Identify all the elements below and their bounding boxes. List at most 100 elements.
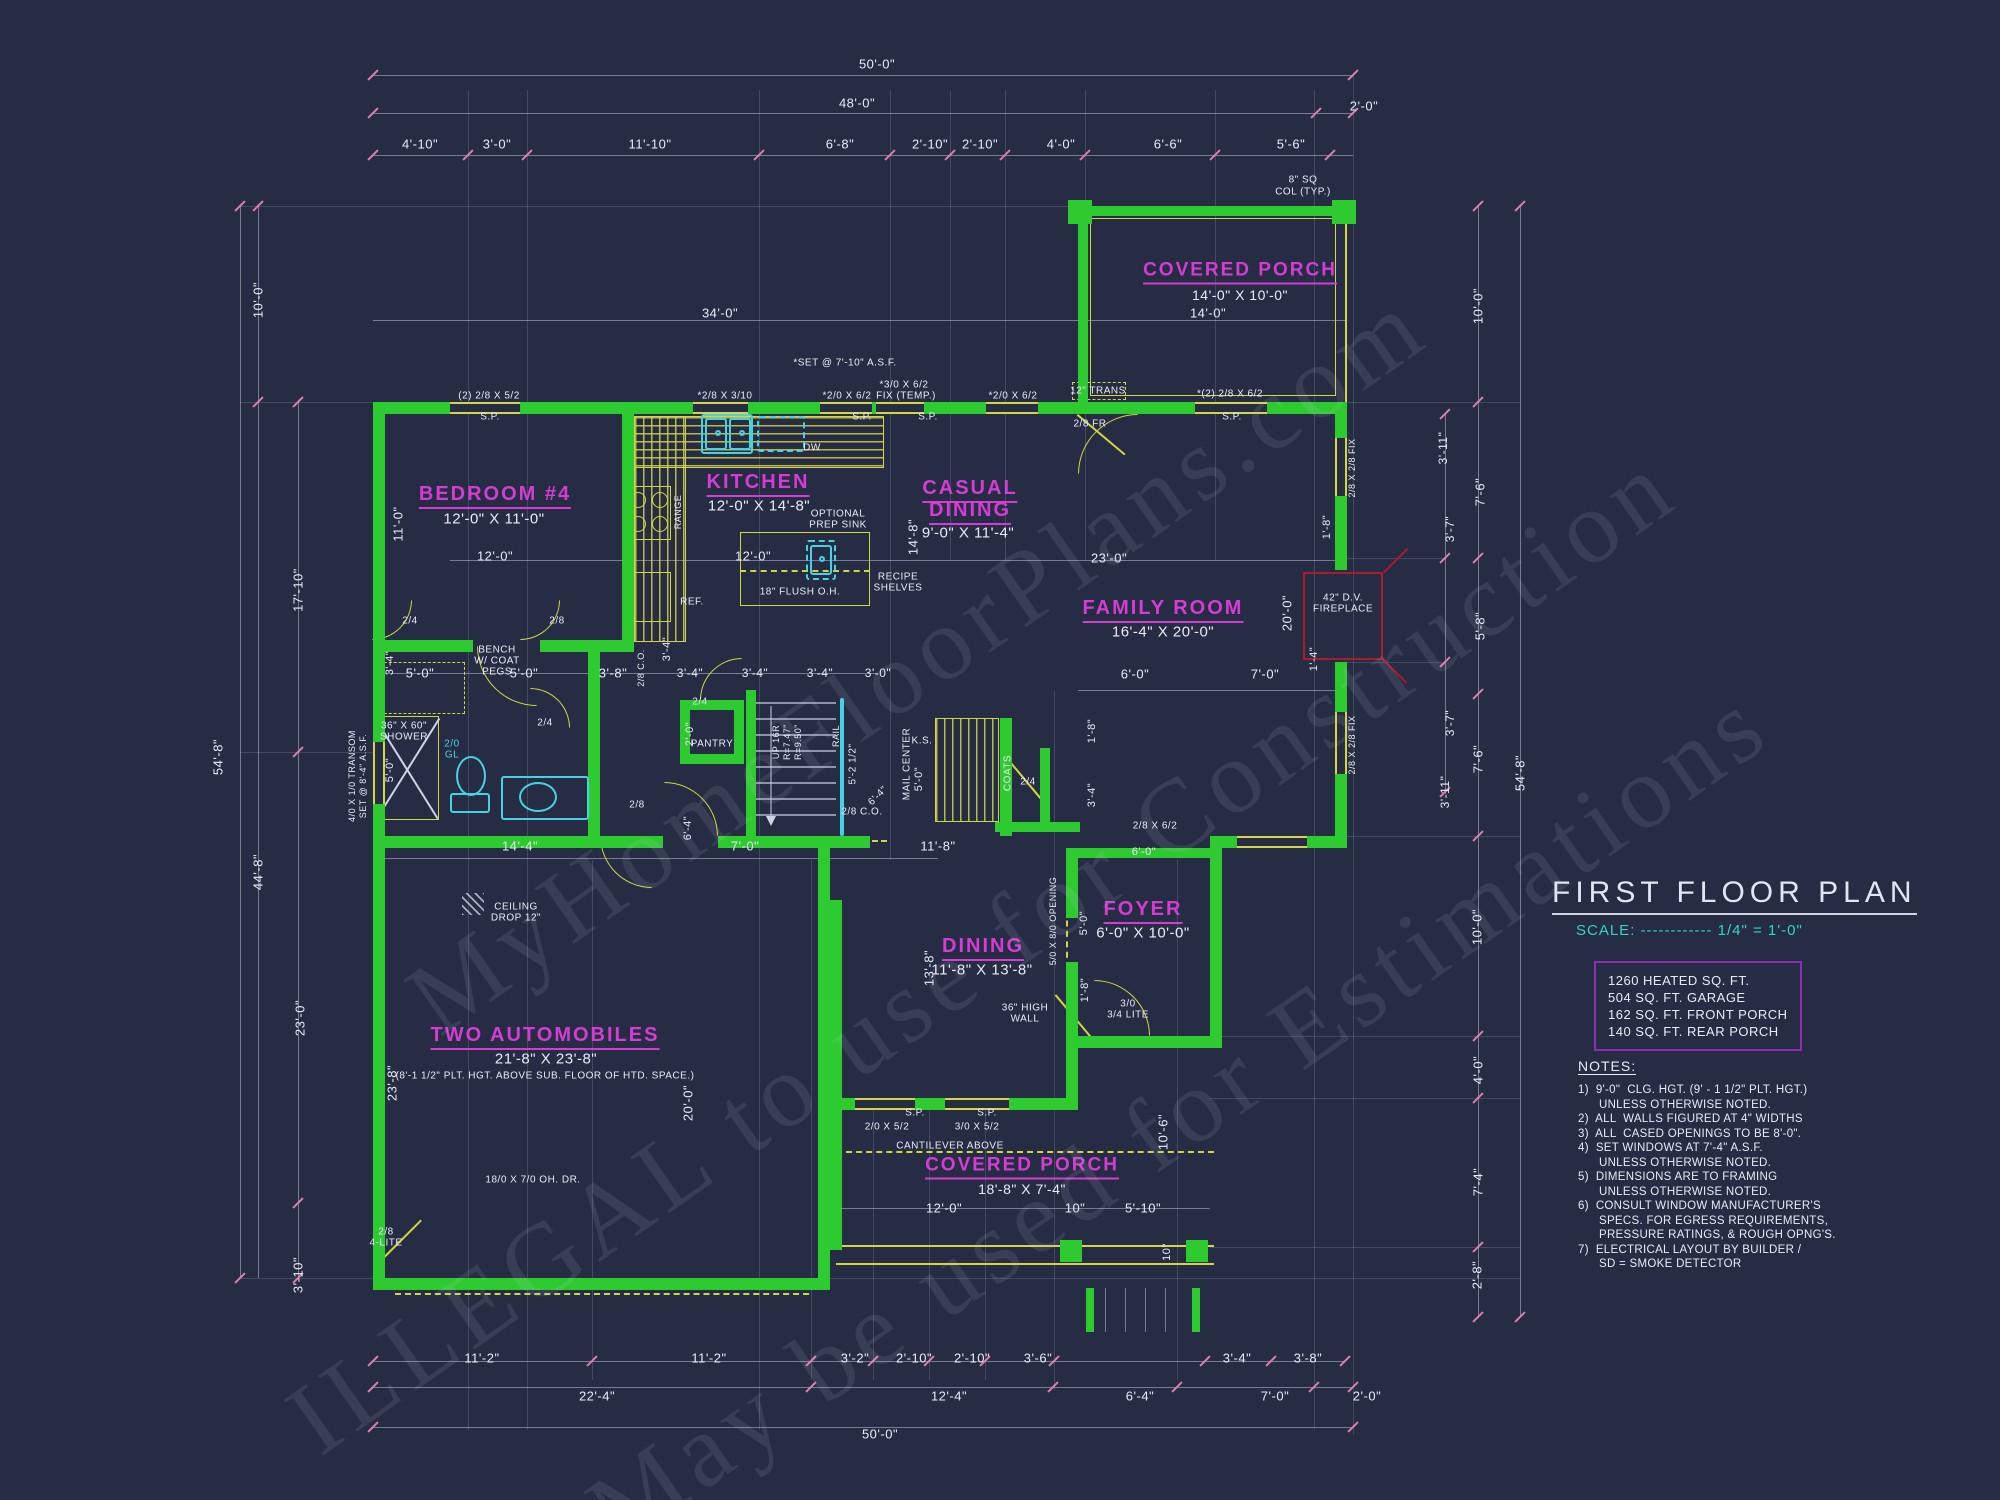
stair-tread-line xyxy=(752,782,836,784)
dimension-label: 7'-0" xyxy=(1260,1388,1290,1404)
wall-segment xyxy=(373,836,663,848)
casework-outline xyxy=(1090,218,1336,396)
dimension-label: 34'-0" xyxy=(701,305,739,321)
dimension-line xyxy=(890,90,891,860)
dimension-label: 36" X 60" xyxy=(380,720,428,732)
wall-segment xyxy=(995,822,1080,832)
wall-segment xyxy=(1210,836,1222,1038)
notes-heading: NOTES: xyxy=(1578,1058,1637,1075)
dimension-label: 12'-0" xyxy=(734,548,772,564)
room-label-garage: TWO AUTOMOBILES xyxy=(430,1024,660,1050)
stair-tread-line xyxy=(752,718,836,720)
dimension-label: 2/0 xyxy=(444,738,460,750)
dimension-label: BENCH xyxy=(478,644,516,656)
dimension-label: 21'-8" X 23'-8" xyxy=(494,1050,598,1068)
dimension-label: 5'-0" xyxy=(913,766,925,792)
dimension-label: RECIPE xyxy=(877,571,919,583)
wall-segment xyxy=(1066,1024,1078,1110)
dimension-label: 3'-7" xyxy=(1443,709,1457,737)
dimension-label: 1'-8" xyxy=(1321,514,1333,540)
dimension-label: 3'-4" xyxy=(661,636,673,662)
dimension-line xyxy=(298,402,299,1278)
plumbing-fixture xyxy=(519,782,557,812)
wall-segment xyxy=(1066,962,1078,1024)
note-line: PRESSURE RATINGS, & ROUGH OPNG'S. xyxy=(1578,1229,1836,1241)
dimension-label: SHELVES xyxy=(873,582,923,594)
dimension-label: 17'-10" xyxy=(290,568,306,612)
dimension-label: 4/0 X 1/0 TRANSOM xyxy=(347,730,357,822)
dimension-label: 3'-4" xyxy=(741,666,769,680)
scale-note: SCALE: ------------ 1/4" = 1'-0" xyxy=(1576,922,1917,939)
dimension-label: SET @ 8'-4" A.S.F. xyxy=(358,733,368,819)
dimension-label: 5'-0" xyxy=(509,665,539,681)
note-line: 6) CONSULT WINDOW MANUFACTURER'S xyxy=(1578,1200,1821,1212)
dimension-line xyxy=(373,1361,1345,1362)
dimension-label: 11'-8" X 13'-8" xyxy=(931,961,1033,979)
dimension-label: DROP 12" xyxy=(490,912,542,924)
room-label-casual-dining: CASUAL xyxy=(922,477,1018,503)
dimension-label: 3'-6" xyxy=(1023,1350,1053,1366)
dimension-label: 7'-0" xyxy=(1250,666,1280,682)
room-label-covered-porch-rear: COVERED PORCH xyxy=(1143,260,1337,285)
dimension-line xyxy=(1125,1288,1126,1332)
dimension-label: PREP SINK xyxy=(809,519,867,531)
dimension-label: 3'-7" xyxy=(1443,515,1457,543)
dimension-label: 2'-0" xyxy=(1349,98,1379,114)
dimension-line xyxy=(1347,836,1520,837)
note-line: 5) DIMENSIONS ARE TO FRAMING xyxy=(1578,1171,1778,1183)
dimension-label: 12" TRANS xyxy=(1070,385,1126,397)
dimension-label: PANTRY xyxy=(690,738,734,750)
wall-segment xyxy=(1078,206,1088,406)
dimension-label: 36" HIGH xyxy=(1001,1002,1049,1014)
dimension-label: RANGE xyxy=(673,494,683,530)
dimension-line xyxy=(1314,90,1315,1430)
dimension-label: 11'-2" xyxy=(464,1350,500,1366)
dimension-label: 3'-2" xyxy=(840,1350,870,1366)
dimension-label: (2) 2/8 X 5/2 xyxy=(458,390,520,402)
area-table-row: 1260 HEATED SQ. FT. xyxy=(1608,973,1750,988)
dimension-line xyxy=(373,1427,1353,1428)
dimension-label: S.P. xyxy=(918,411,938,423)
dimension-label: 4'-0" xyxy=(1470,1055,1486,1085)
window-symbol xyxy=(450,402,520,414)
dimension-label: 2/8 xyxy=(549,615,565,627)
dimension-label: 14'-0" xyxy=(1189,305,1227,321)
dimension-label: 7'-6" xyxy=(1470,744,1486,774)
dimension-label: 2'-0" xyxy=(1352,1388,1382,1404)
dimension-label: 3'-4" xyxy=(806,666,834,680)
counter-hatch xyxy=(935,718,999,822)
dimension-line xyxy=(373,673,878,674)
dimension-label: S.P. xyxy=(905,1107,925,1119)
dimension-label: 2'-10" xyxy=(961,136,999,152)
title-block: FIRST FLOOR PLAN SCALE: ------------ 1/4… xyxy=(1552,876,1917,1051)
plumbing-fixture xyxy=(806,540,836,580)
dimension-label: 11'-0" xyxy=(390,506,406,542)
dimension-label: 2/8 X 6/2 xyxy=(1132,820,1178,832)
wall-segment xyxy=(1086,1288,1094,1332)
dimension-label: *SET @ 7'-10" A.S.F. xyxy=(793,357,897,369)
dimension-label: 23'-0" xyxy=(1090,550,1128,566)
dimension-label: (8'-1 1/2" PLT. HGT. ABOVE SUB. FLOOR OF… xyxy=(395,1070,695,1082)
dimension-label: 9'-0" X 11'-4" xyxy=(921,524,1015,542)
dimension-label: SHOWER xyxy=(380,731,428,743)
scale-value: 1/4" = 1'-0" xyxy=(1717,922,1803,939)
casework-outline xyxy=(1072,382,1126,400)
window-symbol xyxy=(945,1098,1009,1110)
dimension-label: DW xyxy=(803,442,821,454)
dimension-label: 4-LITE xyxy=(369,1237,403,1249)
dimension-label: FIREPLACE xyxy=(1312,603,1374,615)
dimension-label: 12'-0" xyxy=(476,548,514,564)
area-table-row: 140 SQ. FT. REAR PORCH xyxy=(1608,1024,1779,1039)
wall-segment xyxy=(1000,718,1012,836)
dimension-label: 3/4 LITE xyxy=(1107,1009,1149,1021)
room-label-covered-porch-front: COVERED PORCH xyxy=(925,1155,1119,1180)
dimension-label: 18'-8" X 7'-4" xyxy=(978,1181,1066,1197)
dimension-label: 6'-4" xyxy=(1125,1388,1155,1404)
plumbing-fixture xyxy=(450,793,490,813)
dimension-label: 2/4 xyxy=(402,615,418,627)
dimension-label: PEGS xyxy=(482,666,512,678)
dimension-label: WALL xyxy=(1010,1013,1040,1025)
wall-segment xyxy=(830,1110,842,1250)
casework-outline xyxy=(629,572,671,622)
detail-line xyxy=(836,1245,1214,1247)
